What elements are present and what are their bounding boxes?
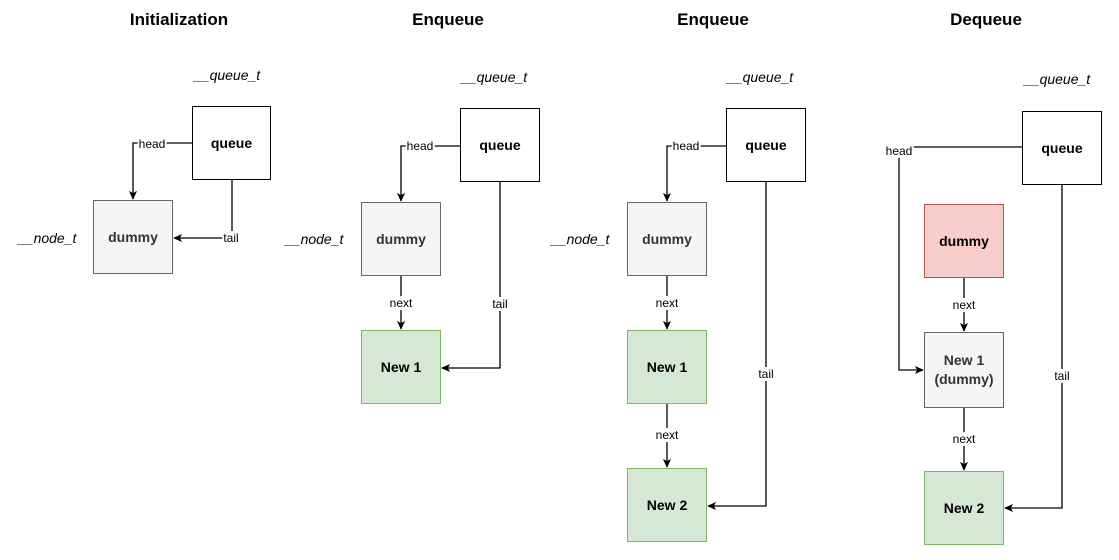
queue-node: queue: [1022, 111, 1102, 185]
queue-type-label: __queue_t: [194, 67, 261, 83]
new-2-node: New 2: [924, 471, 1004, 545]
dummy-node: dummy: [93, 200, 173, 274]
edge-label-tail: tail: [1053, 369, 1071, 383]
panel-title-initialization: Initialization: [129, 10, 229, 29]
edge-label-tail: tail: [491, 297, 509, 311]
dummy-node: dummy: [627, 202, 707, 276]
new-1-node: New 1: [361, 330, 441, 404]
edge-label-tail: tail: [222, 231, 240, 245]
queue-type-label: __queue_t: [727, 69, 794, 85]
head-arrow: [128, 142, 192, 200]
tail-arrow: [1004, 185, 1063, 513]
edge-label-next: next: [951, 432, 977, 446]
edge-label-next: next: [654, 428, 680, 442]
queue-node: queue: [192, 106, 271, 180]
queue-node: queue: [460, 108, 540, 182]
edge-label-head: head: [884, 144, 914, 158]
head-arrow: [662, 145, 726, 202]
edge-label-tail: tail: [757, 367, 775, 381]
panel-title-enqueue-2: Enqueue: [677, 10, 749, 29]
tail-arrow: [707, 182, 767, 511]
queue-node: queue: [726, 108, 806, 182]
panel-title-dequeue: Dequeue: [950, 10, 1022, 29]
node-type-label: __node_t: [285, 231, 344, 247]
queue-type-label: __queue_t: [461, 69, 528, 85]
panel-title-enqueue-1: Enqueue: [412, 10, 484, 29]
new-1-node: New 1: [627, 330, 707, 404]
edge-label-next: next: [951, 298, 977, 312]
new-2-node: New 2: [627, 468, 707, 542]
edge-label-head: head: [671, 139, 701, 153]
new-1-dummy-node: New 1 (dummy): [924, 332, 1004, 408]
dummy-node-freed: dummy: [924, 204, 1004, 278]
dummy-node: dummy: [361, 202, 441, 276]
edge-label-head: head: [137, 137, 167, 151]
node-type-label: __node_t: [551, 231, 610, 247]
edge-label-head: head: [405, 139, 435, 153]
head-arrow: [898, 146, 1022, 375]
tail-arrow: [441, 182, 501, 373]
edge-label-next: next: [654, 296, 680, 310]
edge-label-next: next: [388, 296, 414, 310]
node-type-label: __node_t: [18, 230, 77, 246]
head-arrow: [396, 145, 460, 202]
tail-arrow: [173, 180, 233, 243]
queue-type-label: __queue_t: [1024, 71, 1091, 87]
